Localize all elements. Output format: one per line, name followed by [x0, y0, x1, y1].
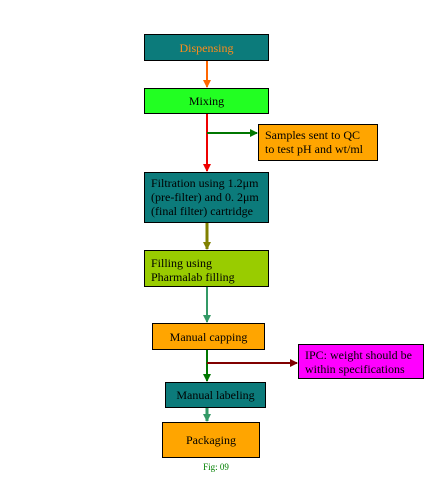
packaging-box: Packaging	[162, 422, 260, 458]
labeling-label: Manual labeling	[176, 388, 255, 402]
filtration-box: Filtration using 1.2μm (pre-filter) and …	[144, 172, 269, 223]
dispensing-label: Dispensing	[179, 40, 234, 55]
qc-sample-box: Samples sent to QC to test pH and wt/ml	[258, 124, 378, 161]
dispensing-box: Dispensing	[144, 34, 269, 61]
filling-box: Filling using Pharmalab filling	[144, 250, 269, 287]
filling-label: Filling using Pharmalab filling	[151, 256, 235, 284]
labeling-box: Manual labeling	[165, 382, 266, 408]
capping-label: Manual capping	[169, 329, 248, 344]
filtration-label: Filtration using 1.2μm (pre-filter) and …	[151, 176, 259, 218]
figure-caption: Fig: 09	[203, 462, 229, 472]
capping-box: Manual capping	[152, 323, 265, 350]
ipc-box: IPC: weight should be within specificati…	[298, 344, 424, 379]
ipc-label: IPC: weight should be within specificati…	[305, 348, 412, 376]
packaging-label: Packaging	[186, 433, 236, 447]
mixing-label: Mixing	[188, 94, 225, 108]
qc-sample-label: Samples sent to QC to test pH and wt/ml	[265, 128, 363, 156]
mixing-box: Mixing	[144, 88, 269, 114]
